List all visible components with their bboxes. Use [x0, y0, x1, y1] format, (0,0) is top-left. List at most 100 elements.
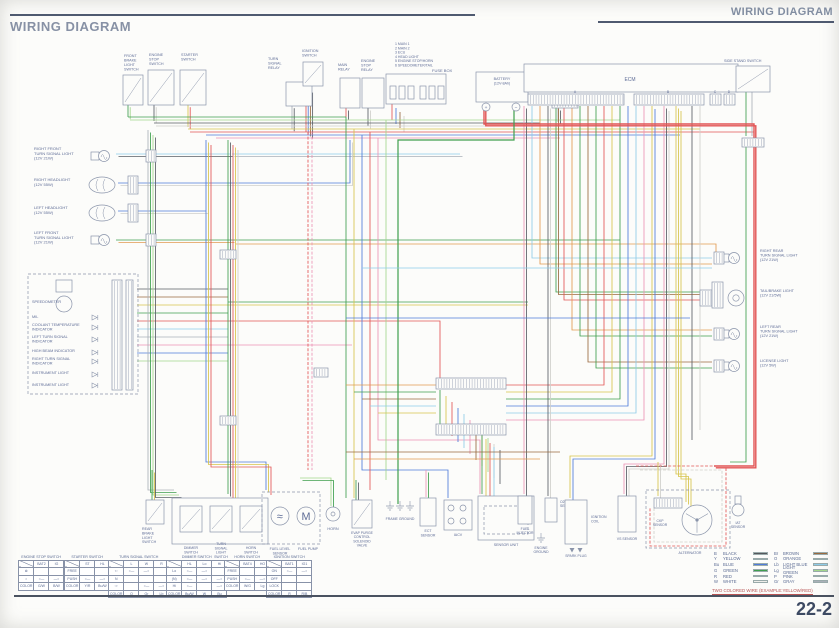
legend-color-name: ORANGE	[783, 556, 802, 562]
component-label: BATTERY(12V-8Ah)	[494, 77, 511, 86]
legend-code: G	[714, 567, 718, 573]
wire-y	[506, 106, 613, 393]
component-box	[517, 495, 533, 525]
wire-g	[302, 480, 334, 509]
two-colored-wire-note: TWO COLORED WIRE (EXAMPLE:YELLOW/RED)	[712, 588, 813, 595]
wire-lb	[506, 106, 637, 414]
headlight-detail	[102, 206, 106, 220]
led-indicator-icon	[91, 324, 98, 331]
symbol-letter: ≈	[277, 511, 283, 523]
bulb-icon	[98, 234, 110, 246]
wire-lg	[152, 135, 179, 496]
wire-bu	[206, 140, 351, 184]
legend-swatch	[753, 557, 768, 561]
connector	[145, 233, 157, 247]
legend-swatch	[753, 552, 768, 555]
wire-r	[137, 320, 441, 378]
page-title-right: WIRING DIAGRAM	[730, 6, 833, 18]
legend-code: R	[714, 573, 718, 579]
component-label: A	[574, 90, 577, 94]
component-label: HORN	[327, 527, 338, 531]
circle-symbol	[447, 517, 455, 525]
legend-swatch	[813, 557, 828, 561]
connector	[127, 175, 139, 195]
component-label: LEFT HEADLIGHT(12V 55W)	[34, 205, 68, 215]
component-dashed-box	[645, 489, 731, 549]
bulb-filament	[730, 256, 738, 262]
symbol-letter: M	[302, 511, 311, 523]
legend-color-name: GREEN	[723, 567, 738, 573]
bulb-socket	[90, 235, 100, 245]
bulb-filament	[100, 154, 108, 160]
legend-color-name: BLUE	[723, 562, 734, 568]
led-indicator-icon	[91, 314, 98, 321]
led-indicator-icon	[91, 382, 98, 389]
component-box	[617, 495, 637, 533]
switch-contact	[353, 502, 371, 526]
component-box	[389, 85, 397, 100]
bulb-icon	[98, 150, 110, 162]
component-box	[437, 85, 445, 100]
connector	[713, 251, 725, 265]
legend-swatch	[753, 563, 768, 566]
legend-swatch	[753, 580, 768, 584]
wire-bu	[506, 106, 629, 407]
connector	[435, 423, 507, 436]
switch-contact	[124, 77, 142, 103]
circle-symbol	[55, 295, 73, 313]
header-rule-left	[10, 14, 475, 16]
component-label: VS SENSOR	[617, 537, 638, 541]
component-box	[55, 279, 73, 293]
legend-code: B	[714, 550, 717, 556]
legend-code: Gr	[774, 579, 779, 585]
spark-plug-arrow	[569, 548, 575, 553]
wire-p	[506, 106, 645, 421]
switch-contact	[241, 508, 261, 530]
alternator-winding	[696, 513, 709, 521]
legend-code: W	[714, 579, 718, 585]
wire-br	[587, 106, 712, 363]
footer-rule	[14, 595, 834, 597]
wire-w	[640, 469, 723, 543]
component-label: SIDE STAND SWITCH	[724, 59, 762, 63]
connector	[435, 377, 507, 390]
wire-r	[210, 145, 272, 495]
connector	[313, 367, 329, 378]
legend-code: Lg	[774, 567, 779, 573]
connector	[527, 93, 625, 106]
page-number: 22-2	[795, 599, 832, 619]
alternator-icon	[695, 518, 699, 522]
component-box	[443, 499, 473, 531]
tail-bulb-inner	[732, 294, 740, 302]
wire-r	[485, 105, 757, 469]
wire-y	[208, 142, 269, 493]
bulb-filament	[730, 332, 738, 338]
wire-gr	[147, 130, 174, 491]
connector	[713, 359, 725, 373]
legend-code: Lb	[774, 562, 779, 568]
bulb-icon	[728, 360, 740, 372]
legend-color-name: PINK	[783, 573, 793, 579]
legend-swatch	[753, 569, 768, 572]
symbol-letter: +	[485, 106, 488, 111]
wire-g	[579, 106, 712, 337]
bulb-filament	[100, 238, 108, 244]
